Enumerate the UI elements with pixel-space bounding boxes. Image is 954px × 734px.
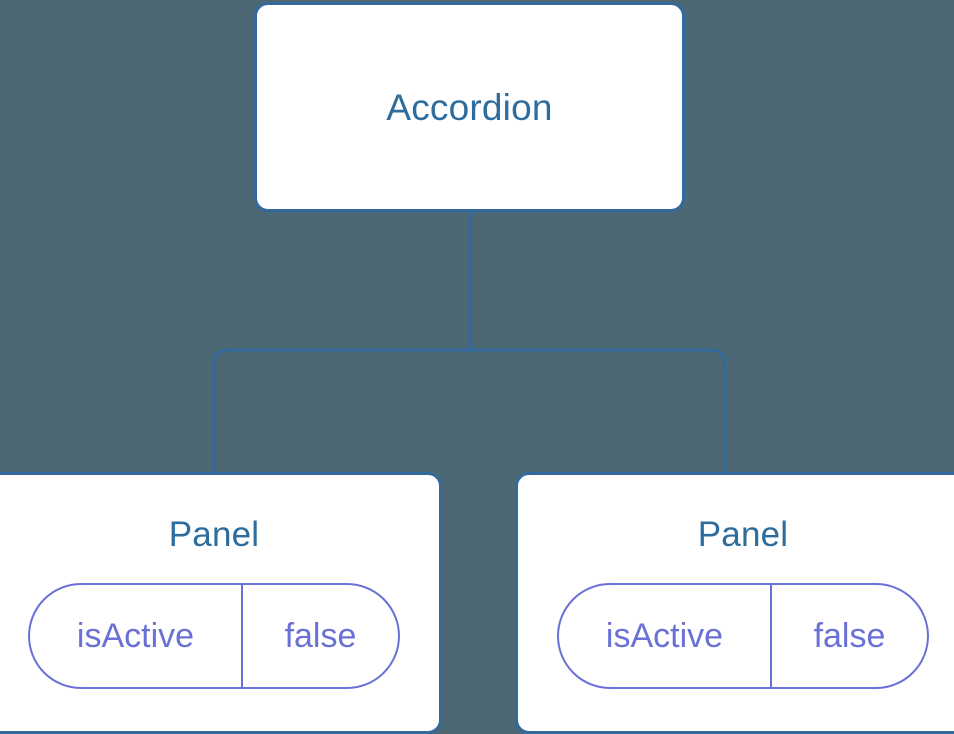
node-accordion-title: Accordion xyxy=(386,86,553,128)
edge-accordion-to-panel-1 xyxy=(470,348,727,474)
node-panel-1-prop-key: isActive xyxy=(559,585,772,687)
node-panel-0-prop-pill: isActive false xyxy=(28,583,400,689)
node-panel-1-title: Panel xyxy=(697,515,789,554)
edge-accordion-to-panel-0 xyxy=(212,348,470,474)
node-panel-1[interactable]: Panel isActive false xyxy=(515,472,954,734)
node-accordion[interactable]: Accordion xyxy=(254,2,685,212)
node-panel-1-prop-value: false xyxy=(813,617,886,655)
node-panel-1-prop-pill: isActive false xyxy=(557,583,929,689)
node-panel-0-title: Panel xyxy=(168,515,260,554)
node-panel-0-prop-value: false xyxy=(284,617,357,655)
node-panel-0[interactable]: Panel isActive false xyxy=(0,472,442,734)
node-panel-0-prop-key: isActive xyxy=(30,585,243,687)
